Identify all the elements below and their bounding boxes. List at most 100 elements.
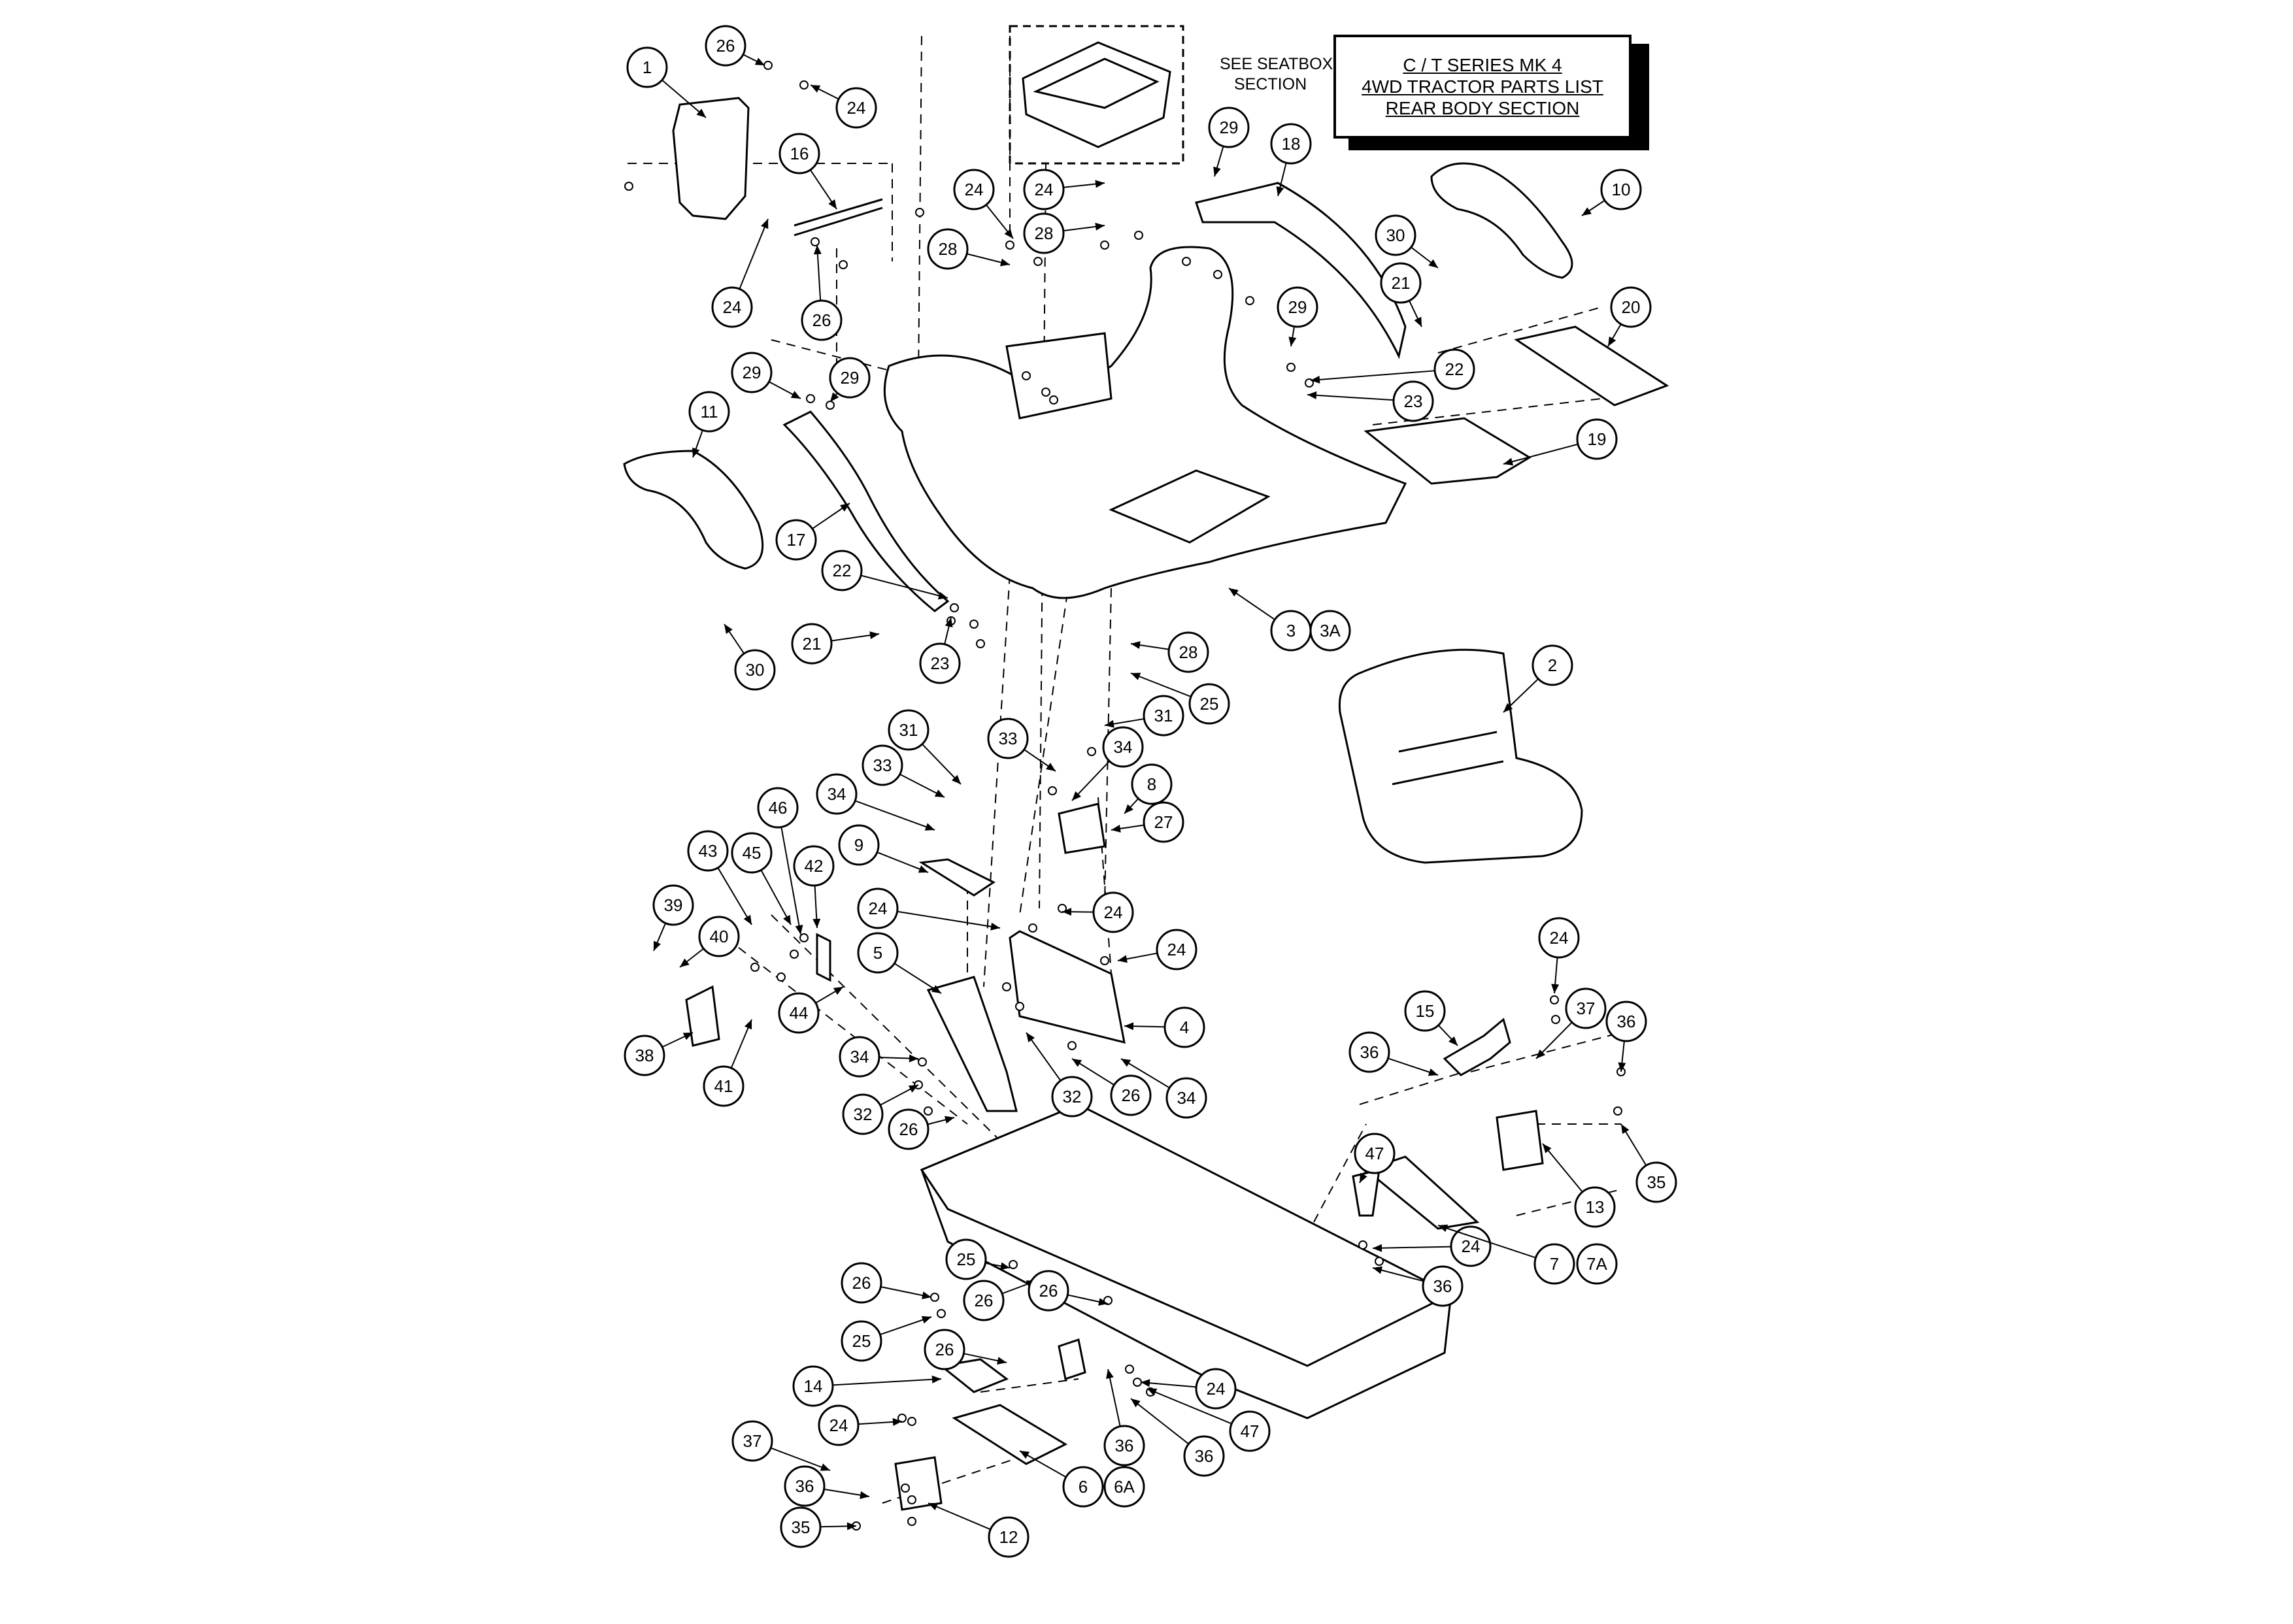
callout-label-26: 26 [975, 1291, 994, 1310]
bracket-part-38 [685, 985, 720, 1047]
callout-label-10: 10 [1612, 180, 1631, 199]
leader-line-13 [1542, 1143, 1583, 1193]
fastener-6 [839, 260, 848, 269]
callout-label-36: 36 [1617, 1012, 1636, 1031]
callout-balloon-34 [839, 1036, 880, 1078]
callout-label-36: 36 [1433, 1276, 1452, 1296]
leader-arrow-30 [724, 624, 733, 634]
callout-label-44: 44 [790, 1003, 809, 1023]
leader-arrow-31 [1105, 720, 1114, 728]
seatbox-rail [1033, 58, 1160, 109]
leader-arrow-34 [924, 823, 935, 831]
leader-arrow-24 [1118, 955, 1128, 963]
callout-label-36: 36 [795, 1476, 814, 1496]
rear-body-part-3-plate [1109, 469, 1271, 544]
callout-balloon-28 [1023, 212, 1065, 254]
callout-balloon-38 [624, 1035, 665, 1076]
leader-arrow-26 [944, 1116, 954, 1124]
leader-arrow-29 [1288, 337, 1297, 346]
callout-balloon-32 [1051, 1076, 1093, 1118]
callout-balloon-16 [778, 133, 820, 174]
fastener-40 [1613, 1106, 1622, 1116]
callout-balloon-24 [857, 887, 899, 929]
callout-label-11: 11 [701, 402, 718, 422]
callout-label-34: 34 [850, 1047, 869, 1067]
leader-arrow-25 [1000, 1262, 1010, 1270]
leader-arrow-24 [990, 922, 1000, 931]
callout-balloon-6A [1103, 1466, 1145, 1508]
leader-arrow-14 [931, 1375, 941, 1384]
leader-line-9 [877, 852, 929, 873]
fastener-18 [1305, 378, 1314, 388]
leader-arrow-24 [892, 1417, 902, 1426]
leader-line-19 [1503, 443, 1579, 465]
callout-label-26: 26 [812, 310, 831, 330]
leader-line-1 [661, 79, 707, 118]
leader-line-37 [770, 1447, 831, 1471]
callout-label-15: 15 [1416, 1001, 1435, 1021]
callout-label-5: 5 [873, 943, 882, 963]
leader-arrow-5 [931, 985, 941, 993]
fastener-28 [1028, 923, 1037, 933]
fastener-15 [1213, 270, 1222, 279]
leader-arrow-13 [1543, 1144, 1552, 1153]
callout-label-19: 19 [1588, 429, 1607, 449]
leader-arrow-23 [945, 618, 953, 628]
callout-label-9: 9 [854, 835, 863, 855]
callout-label-26: 26 [716, 36, 735, 56]
leader-arrow-3 [1229, 588, 1239, 597]
callout-balloon-36 [1103, 1425, 1145, 1467]
leader-arrow-26 [1072, 1059, 1082, 1067]
rear-body-part-3 [883, 246, 1407, 599]
callout-label-24: 24 [1167, 940, 1186, 959]
callout-balloon-21 [1380, 262, 1422, 304]
callout-label-29: 29 [1220, 118, 1239, 137]
callout-label-24: 24 [723, 297, 742, 317]
leader-arrow-21 [1414, 316, 1422, 327]
callout-balloon-40 [698, 916, 740, 957]
callout-balloon-22 [1433, 348, 1475, 390]
callout-balloon-10 [1600, 169, 1642, 210]
callout-balloon-23 [1392, 380, 1434, 422]
callout-balloon-39 [652, 884, 694, 926]
leader-arrow-2 [1503, 703, 1513, 712]
callout-label-34: 34 [1114, 737, 1133, 757]
callout-label-33: 33 [999, 729, 1018, 748]
leader-line-47 [1146, 1388, 1232, 1425]
callout-label-18: 18 [1282, 134, 1301, 154]
callout-label-16: 16 [790, 144, 809, 163]
leader-arrow-26 [1098, 1298, 1108, 1306]
fastener-2 [799, 80, 809, 90]
leader-arrow-4 [1124, 1022, 1134, 1031]
callout-label-32: 32 [854, 1104, 873, 1124]
fastener-38 [1551, 1015, 1560, 1024]
fastener-44 [937, 1309, 946, 1318]
callout-balloon-36 [1183, 1435, 1225, 1477]
leader-arrow-33 [1046, 763, 1056, 771]
callout-balloon-22 [821, 550, 863, 591]
callout-balloon-29 [829, 357, 871, 399]
leader-arrow-32 [1026, 1033, 1035, 1042]
leader-arrow-28 [999, 258, 1010, 267]
leader-line-7 [1437, 1225, 1536, 1259]
callout-balloon-21 [791, 623, 833, 665]
callout-balloon-2 [1531, 644, 1573, 686]
callout-label-24: 24 [1207, 1379, 1226, 1399]
fastener-17 [1286, 363, 1296, 372]
seatbox-note-line-1: SEE SEATBOX [1220, 55, 1333, 73]
callout-balloon-26 [1110, 1074, 1152, 1116]
callout-balloon-24 [1092, 891, 1134, 933]
leader-arrow-34 [1072, 791, 1081, 801]
callout-balloon-17 [775, 519, 817, 561]
callout-balloon-29 [1277, 286, 1318, 328]
leader-line-36 [1130, 1398, 1190, 1445]
leader-arrow-24 [1141, 1379, 1150, 1387]
leader-line-22 [1310, 370, 1435, 381]
fastener-52 [907, 1417, 916, 1426]
callout-balloon-7A [1576, 1243, 1618, 1285]
leader-line-36 [1107, 1368, 1121, 1427]
box-part-13 [1496, 1110, 1544, 1171]
leader-arrow-24 [1062, 908, 1072, 916]
callout-label-29: 29 [743, 363, 762, 382]
leader-line-5 [894, 963, 942, 994]
